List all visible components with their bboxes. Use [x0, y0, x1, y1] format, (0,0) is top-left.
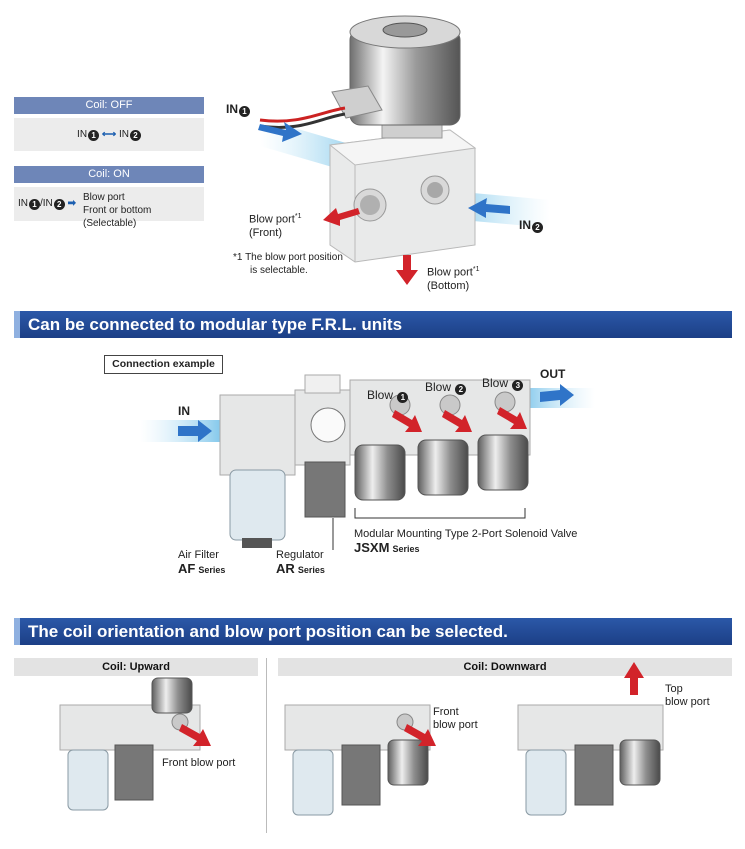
blow3-label: Blow 3	[482, 377, 524, 391]
section-orientation-title: The coil orientation and blow port posit…	[14, 618, 732, 645]
blow1-arrow-icon	[392, 410, 422, 432]
coil-on-blow-text: Blow port Front or bottom (Selectable)	[83, 192, 152, 229]
pressure-gauge	[310, 407, 346, 443]
in1-number: 1	[88, 130, 100, 141]
regulator-knob	[304, 461, 346, 518]
frl-out-label: OUT	[540, 367, 566, 381]
red-wire	[259, 106, 346, 123]
in2-arrow-icon	[468, 198, 510, 218]
solenoid-coil-3	[477, 434, 529, 491]
top-blow-label: Top blow port	[665, 683, 710, 708]
in-arrow-icon	[178, 420, 212, 442]
solenoid-caption: Modular Mounting Type 2-Port Solenoid Va…	[354, 528, 578, 555]
air-filter-caption: Air Filter AF Series	[178, 549, 226, 576]
right-arrow-icon: ➡	[67, 198, 76, 209]
in2-number: 2	[129, 130, 141, 141]
upward-front-blow-arrow-icon	[179, 724, 211, 746]
frl-assembly-illustration	[140, 374, 595, 550]
solenoid-coil-1	[354, 444, 406, 501]
blow-port-front-label: Blow port*1 (Front)	[249, 213, 302, 239]
bottom-blow-arrow-icon	[396, 255, 418, 285]
air-filter-bowl	[229, 469, 286, 541]
coil-upward-label: Coil: Upward	[14, 658, 258, 676]
blow3-arrow-icon	[497, 407, 527, 429]
top-blow-arrow-icon	[624, 662, 644, 695]
orientation-illustrations	[59, 662, 664, 816]
downward-front-assembly	[284, 704, 436, 816]
bidirectional-arrow-icon: ⟷	[101, 129, 117, 140]
front-blow-arrow-icon	[323, 208, 360, 226]
coil-downward-label: Coil: Downward	[278, 658, 732, 676]
solenoid-valve-illustration	[258, 15, 550, 285]
in1-arrow-icon	[258, 122, 302, 142]
downward-top-assembly	[517, 662, 664, 816]
out-arrow-icon	[540, 384, 574, 406]
coil-on-header: Coil: ON	[14, 166, 204, 183]
connection-example-label: Connection example	[104, 355, 223, 374]
in2-label: IN	[118, 129, 129, 140]
blow2-label: Blow 2	[425, 381, 467, 395]
blow-port-bottom-label: Blow port*1 (Bottom)	[427, 266, 480, 292]
coil-off-header: Coil: OFF	[14, 97, 204, 114]
blow2-arrow-icon	[442, 410, 472, 432]
upward-assembly	[59, 677, 211, 811]
downward-front-blow-arrow-icon	[404, 724, 436, 746]
blow1-label: Blow 1	[367, 389, 409, 403]
air-filter-body	[219, 394, 296, 476]
blow-port-note: *1 The blow port position is selectable.	[233, 252, 343, 276]
upward-front-blow-label: Front blow port	[162, 757, 236, 769]
solenoid-coil-2	[417, 439, 469, 496]
frl-in-label: IN	[178, 404, 190, 418]
section-frl-title: Can be connected to modular type F.R.L. …	[14, 311, 732, 338]
downward-front-blow-label: Front blow port	[433, 706, 478, 731]
column-divider	[266, 658, 267, 833]
in1-label: IN	[77, 129, 88, 140]
regulator-caption: Regulator AR Series	[276, 549, 325, 576]
